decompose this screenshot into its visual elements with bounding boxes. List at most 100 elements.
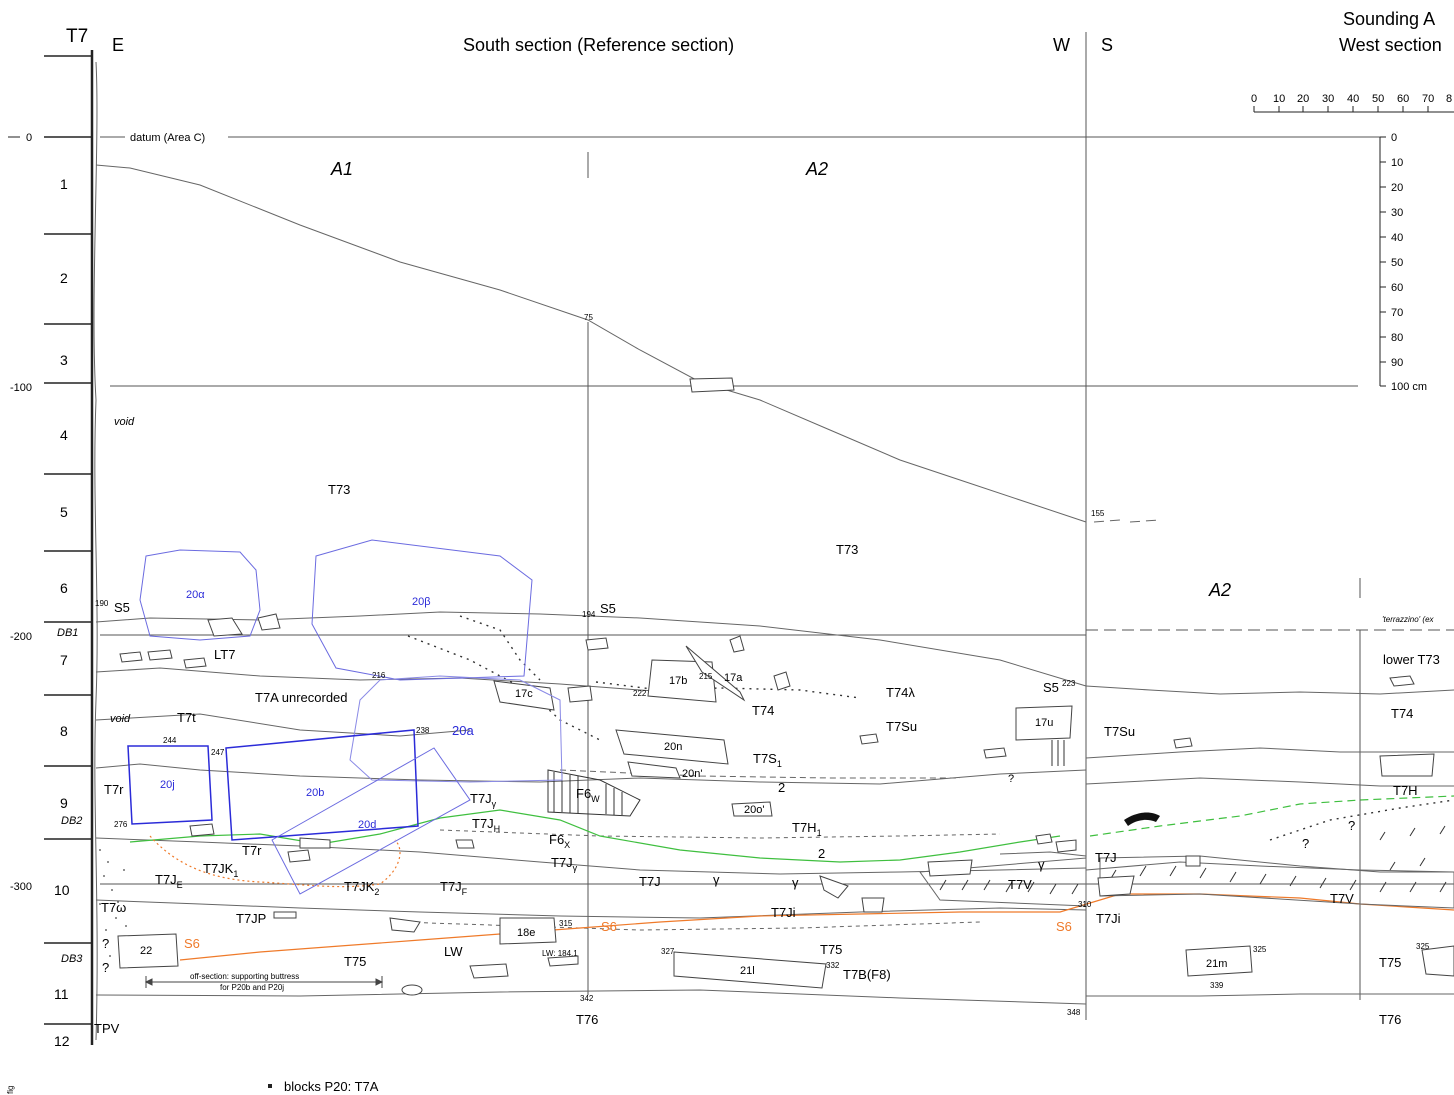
unit-t73-b: T73 — [836, 542, 858, 557]
unit-t7t: T7t — [177, 710, 196, 725]
spot-315: 315 — [559, 919, 573, 928]
south-section-title: South section (Reference section) — [463, 35, 734, 55]
block-17b: 17b — [669, 675, 687, 687]
frame-lines — [100, 32, 1454, 1020]
f6w-hatch — [547, 740, 1065, 817]
unit-2-b: 2 — [818, 846, 825, 861]
area-a1: A1 — [330, 159, 353, 179]
block-22: 22 — [140, 945, 152, 957]
stone-oval — [401, 984, 423, 996]
spot-310: 310 — [1078, 900, 1092, 909]
vscale-40: 40 — [1391, 232, 1403, 244]
unit-tpv: TPV — [94, 1021, 120, 1036]
buttress-note-2: for P20b and P20j — [220, 983, 284, 992]
hatched-zone — [919, 825, 1454, 909]
west-section-title: West section — [1339, 35, 1442, 55]
depth-minus-200: -200 — [10, 631, 32, 643]
block-20a: 20a — [452, 723, 474, 738]
spit-12: 12 — [54, 1033, 70, 1049]
area-a2-top: A2 — [805, 159, 828, 179]
unit-t74: T74 — [752, 703, 774, 718]
surface-s6-a: S6 — [184, 936, 200, 951]
unit-t7jgamma-1: T7Jγ — [470, 791, 497, 809]
unit-t7r-1: T7r — [104, 782, 124, 797]
spit-10: 10 — [54, 882, 70, 898]
scale-50: 50 — [1372, 93, 1384, 105]
unit-question-3: ? — [1008, 773, 1014, 785]
unit-s5-b: S5 — [600, 601, 616, 616]
spit-4: 4 — [60, 427, 68, 443]
buttress-note-1: off-section: supporting buttress — [190, 972, 299, 981]
unit-t7jf: T7JF — [440, 879, 468, 897]
spot-75: 75 — [584, 313, 593, 322]
vscale-30: 30 — [1391, 207, 1403, 219]
unit-lt7: LT7 — [214, 647, 235, 662]
spot-327: 327 — [661, 947, 675, 956]
spot-325-b: 325 — [1416, 942, 1430, 951]
unit-question-2: ? — [102, 960, 109, 975]
black-stone-mark — [1124, 812, 1160, 826]
unit-t7v-1: T7V — [1008, 877, 1032, 892]
horizontal-scale-bar: 0 10 20 30 40 50 60 70 8 — [1251, 93, 1454, 113]
unit-question-5: ? — [1348, 818, 1355, 833]
spot-215: 215 — [699, 672, 713, 681]
figure-code: fig — [6, 1086, 15, 1094]
unit-t7jh: T7JH — [472, 816, 500, 834]
spot-339: 339 — [1210, 981, 1224, 990]
unit-lower-t73: lower T73 — [1383, 652, 1440, 667]
area-a2-west: A2 — [1208, 580, 1231, 600]
block-labels: 20α 20β 20a 20b 20j 20d 17c 17b 17a 20n … — [140, 589, 1227, 977]
vscale-60: 60 — [1391, 282, 1403, 294]
unit-t75-a: T75 — [344, 954, 366, 969]
block-17u: 17u — [1035, 717, 1053, 729]
spot-222: 222 — [633, 689, 647, 698]
spot-325-a: 325 — [1253, 945, 1267, 954]
unit-t7jp: T7JP — [236, 911, 266, 926]
green-surface — [129, 795, 1454, 863]
spot-348: 348 — [1067, 1008, 1081, 1017]
buttress-arrow — [144, 976, 384, 988]
legend-square-icon — [268, 1084, 272, 1088]
unit-t7omega: T7ω — [101, 900, 126, 915]
scale-80: 8 — [1446, 93, 1452, 105]
unit-question-1: ? — [102, 936, 109, 951]
dotted-contours — [407, 615, 1454, 841]
south-label: S — [1101, 35, 1113, 55]
unit-t74-west: T74 — [1391, 706, 1413, 721]
spot-238: 238 — [416, 726, 430, 735]
unit-f6w: F6W — [576, 786, 600, 804]
vscale-10: 10 — [1391, 157, 1403, 169]
spot-lw-level: LW: 184.1 — [542, 949, 578, 958]
stones — [117, 377, 1454, 989]
trench-label: T7 — [66, 26, 88, 47]
blue-blocks — [127, 539, 563, 895]
vscale-100: 100 cm — [1391, 381, 1427, 393]
unit-void-1: void — [114, 416, 135, 428]
block-20beta: 20β — [412, 596, 431, 608]
unit-t75-b: T75 — [820, 942, 842, 957]
scale-0: 0 — [1251, 93, 1257, 105]
vscale-80: 80 — [1391, 332, 1403, 344]
block-20alpha: 20α — [186, 589, 205, 601]
unit-labels: T73 T73 S5 S5 S5 LT7 T7A unrecorded T7t … — [94, 416, 1440, 1036]
depth-minus-300: -300 — [10, 881, 32, 893]
unit-question-4: ? — [1302, 836, 1309, 851]
unit-t7jk2: T7JK2 — [344, 879, 379, 897]
db1-label: DB1 — [57, 627, 78, 639]
block-17a: 17a — [724, 672, 743, 684]
unit-t75-west: T75 — [1379, 955, 1401, 970]
depth-0: 0 — [26, 132, 32, 144]
unit-gamma-1: γ — [713, 872, 720, 887]
east-label: E — [112, 35, 124, 55]
unit-s5-c: S5 — [1043, 680, 1059, 695]
stratum-boundaries — [93, 61, 1454, 1041]
unit-t74lambda: T74λ — [886, 685, 915, 700]
spot-342: 342 — [580, 994, 594, 1003]
spit-6: 6 — [60, 580, 68, 596]
block-21l: 21l — [740, 965, 755, 977]
vscale-70: 70 — [1391, 307, 1403, 319]
unit-gamma-3: γ — [1038, 857, 1045, 872]
spit-2: 2 — [60, 270, 68, 286]
db3-label: DB3 — [61, 953, 83, 965]
unit-f6x: F6X — [549, 832, 570, 850]
